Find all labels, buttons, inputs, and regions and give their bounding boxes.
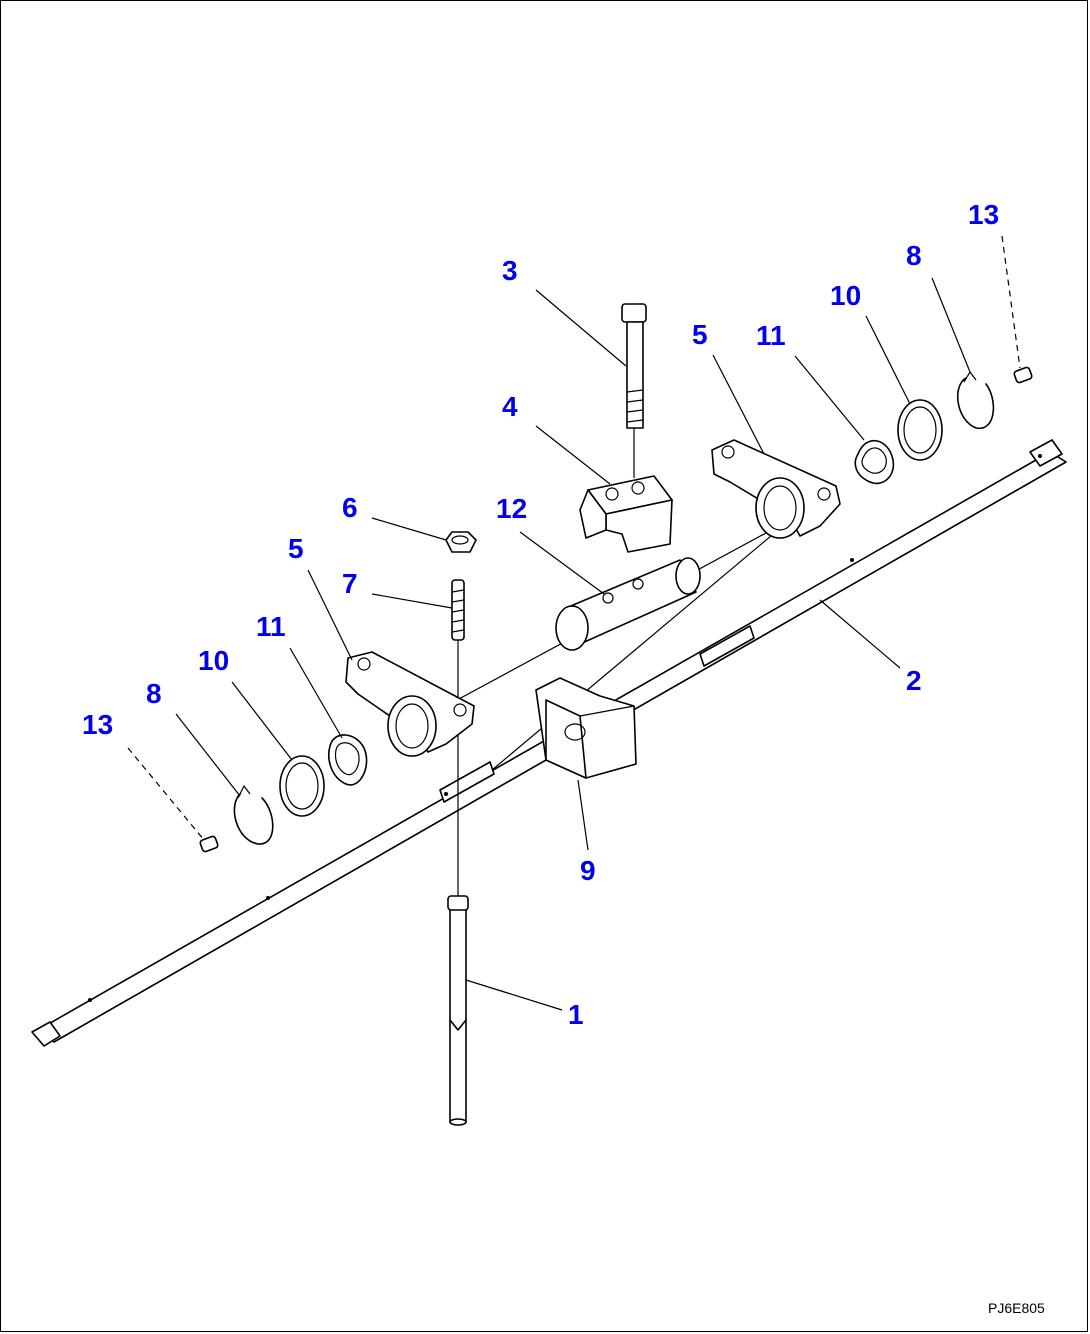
part-13-pin-right (1013, 366, 1033, 384)
part-7-stud (451, 579, 465, 641)
callout-9: 9 (580, 855, 596, 886)
callout-12: 12 (496, 493, 527, 524)
part-1-rod (447, 640, 469, 1126)
callout-11-left: 11 (256, 611, 286, 642)
part-8-snap-ring-right (957, 370, 995, 429)
callout-4: 4 (502, 391, 518, 422)
callout-7: 7 (342, 568, 358, 599)
callout-2: 2 (906, 665, 922, 696)
part-5-rocker-arm-left (345, 651, 475, 757)
part-9-bracket (535, 677, 637, 779)
callout-11-right: 11 (756, 320, 786, 351)
callout-13-right: 13 (968, 199, 999, 230)
callout-8-right: 8 (906, 240, 922, 271)
callout-6: 6 (342, 492, 358, 523)
callout-13-left: 13 (82, 709, 113, 740)
callout-8-left: 8 (146, 678, 162, 709)
callout-5-left: 5 (288, 533, 304, 564)
callout-3: 3 (502, 255, 518, 286)
part-3-bolt (621, 303, 647, 478)
part-4-clamp (579, 475, 673, 553)
callout-1: 1 (568, 999, 584, 1030)
part-13-pin-left (199, 835, 219, 853)
part-8-snap-ring-left (233, 784, 274, 845)
part-10-ring-right (897, 399, 943, 461)
part-5-rocker-arm-right (711, 439, 841, 539)
callout-10-right: 10 (830, 280, 861, 311)
part-12-shaft (555, 557, 701, 651)
part-10-ring-left (279, 755, 325, 817)
callout-10-left: 10 (198, 645, 229, 676)
part-6-nut (445, 531, 477, 553)
callout-5-right: 5 (692, 319, 708, 350)
callout-labels: 3 4 5 11 10 8 13 12 6 7 5 11 10 8 13 2 9… (82, 199, 999, 1030)
part-11-washer-right (854, 439, 895, 485)
leader-lines (127, 235, 1021, 1011)
drawing-code: PJ6E805 (988, 1300, 1045, 1316)
part-11-washer-left (328, 734, 368, 786)
